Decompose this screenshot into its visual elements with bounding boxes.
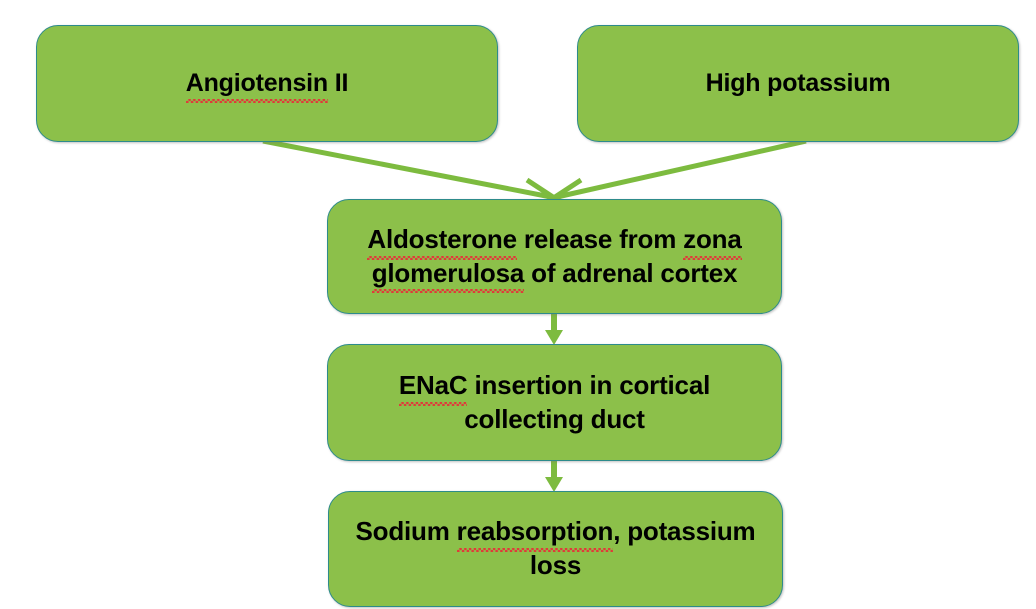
node-enac-insertion-label: ENaC insertion in cortical collecting du… <box>398 369 711 434</box>
node-aldosterone-release[interactable]: Aldosterone release from zona glomerulos… <box>327 199 782 314</box>
node-high-potassium-label: High potassium <box>705 69 891 98</box>
node-enac-insertion[interactable]: ENaC insertion in cortical collecting du… <box>327 344 782 461</box>
node-sodium-reabsorption[interactable]: Sodium reabsorption, potassium loss <box>328 491 783 607</box>
node-sodium-reabsorption-label: Sodium reabsorption, potassium loss <box>355 515 756 580</box>
node-angiotensin-ii[interactable]: Angiotensin II <box>36 25 498 142</box>
node-high-potassium[interactable]: High potassium <box>577 25 1019 142</box>
spellcheck-underline: zona <box>683 223 743 260</box>
spellcheck-underline: ENaC <box>398 369 468 406</box>
spellcheck-underline: reabsorption <box>456 515 613 552</box>
edge-enac-sodium <box>545 461 563 492</box>
spellcheck-underline: Angiotensin <box>185 67 329 103</box>
edge-aldosterone-enac <box>545 313 563 345</box>
edge-angiotensin-aldosterone <box>262 138 563 208</box>
spellcheck-underline: Aldosterone <box>367 223 518 260</box>
edge-potassium-aldosterone <box>545 138 807 208</box>
node-angiotensin-ii-label: Angiotensin II <box>172 67 362 103</box>
node-aldosterone-release-label: Aldosterone release from zona glomerulos… <box>328 223 781 294</box>
spellcheck-underline: glomerulosa <box>371 257 525 294</box>
